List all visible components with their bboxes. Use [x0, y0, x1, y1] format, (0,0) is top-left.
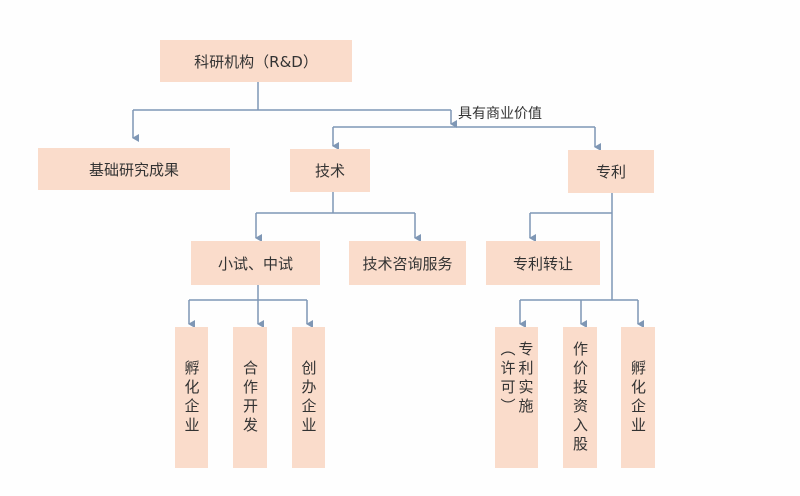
node-joint-development: 合作开发: [233, 327, 267, 468]
node-found-enterprise: 创办企业: [292, 327, 325, 468]
equity-investment-label: 作价投资入股: [571, 340, 589, 455]
node-pilot-trials: 小试、中试: [191, 241, 320, 285]
node-incubate-enterprise-left: 孵化企业: [175, 327, 208, 468]
incubate-label: 孵化企业: [182, 359, 201, 436]
joint-development-label: 合作开发: [241, 359, 259, 436]
node-patent-license: 专利实施（许可）: [495, 327, 538, 468]
node-basic-research: 基础研究成果: [38, 148, 230, 190]
found-enterprise-label: 创办企业: [299, 359, 318, 436]
node-patent: 专利: [568, 150, 654, 193]
root-label: 科研机构（R&D）: [194, 52, 318, 71]
node-equity-investment: 作价投资入股: [563, 327, 597, 468]
tech-consulting-label: 技术咨询服务: [362, 254, 453, 273]
node-incubate-enterprise-right: 孵化企业: [621, 327, 655, 468]
node-technology: 技术: [290, 149, 370, 192]
root-node-rnd: 科研机构（R&D）: [160, 40, 352, 82]
commercial-value-label: 具有商业价值: [458, 106, 542, 122]
basic-research-label: 基础研究成果: [88, 160, 179, 179]
license-line1: 专利实施: [516, 341, 535, 417]
node-patent-transfer: 专利转让: [486, 241, 600, 285]
technology-label: 技术: [314, 162, 345, 180]
license-line2: （许可）: [498, 341, 517, 417]
pilot-trials-label: 小试、中试: [217, 254, 293, 273]
patent-license-label: 专利实施（许可）: [499, 341, 535, 417]
incubate-right-label: 孵化企业: [629, 359, 647, 436]
patent-transfer-label: 专利转让: [512, 254, 573, 273]
node-tech-consulting: 技术咨询服务: [349, 241, 466, 285]
patent-label: 专利: [595, 163, 626, 181]
